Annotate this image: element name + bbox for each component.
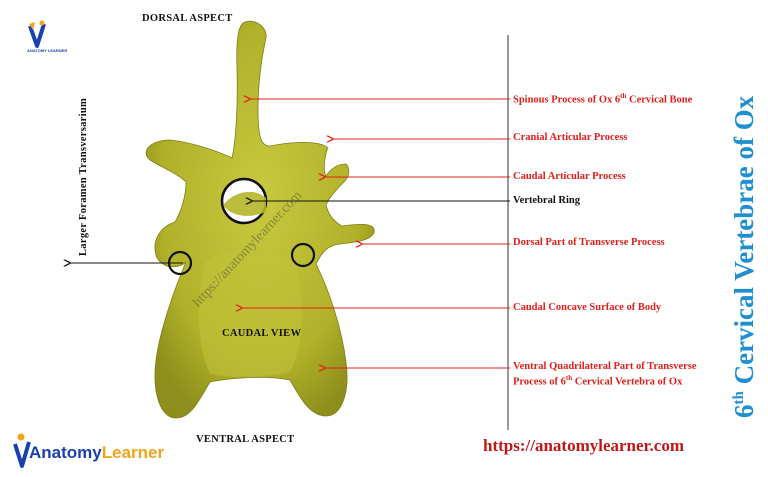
spinous-rest: Cervical Bone (626, 94, 693, 106)
caudal-articular-label: Caudal Articular Process (513, 171, 626, 182)
title-prefix: 6 (729, 404, 759, 419)
caudal-concave-label: Caudal Concave Surface of Body (513, 302, 662, 313)
dorsal-transverse-label: Dorsal Part of Transverse Process (513, 237, 665, 248)
cranial-articular-label: Cranial Articular Process (513, 132, 628, 143)
spinous-sup: th (620, 92, 627, 100)
small-logo-text: ANATOMY LEARNER (27, 48, 68, 53)
dorsal-aspect-label: DORSAL ASPECT (142, 13, 233, 24)
ventral-aspect-label: VENTRAL ASPECT (196, 434, 295, 445)
ventral-quad-label-line1: Ventral Quadrilateral Part of Transverse (513, 361, 697, 372)
ventral-quad-line2-a: Process of 6 (513, 376, 566, 388)
ventral-quad-label-line2: Process of 6th Cervical Vertebra of Ox (513, 374, 682, 388)
title-sup: th (731, 391, 747, 405)
vertebral-ring-label: Vertebral Ring (513, 195, 580, 206)
small-logo-icon (28, 20, 46, 48)
anatomy-learner-logo: AnatomyLearner (29, 443, 164, 463)
spinous-text: Spinous Process of Ox 6 (513, 94, 621, 106)
footer-url-link[interactable]: https://anatomylearner.com (483, 436, 684, 455)
logo-part1: Anatomy (29, 443, 102, 462)
caudal-view-label: CAUDAL VIEW (222, 328, 302, 339)
title-rest: Cervical Vertebrae of Ox (729, 95, 759, 392)
ventral-quad-line2-b: Cervical Vertebra of Ox (572, 376, 683, 388)
ventral-quad-line2-sup: th (565, 374, 573, 382)
logo-part2: Learner (101, 443, 165, 462)
page-title: 6th Cervical Vertebrae of Ox (729, 96, 760, 418)
foramen-right-circle (290, 242, 316, 268)
anatomy-learner-logo-icon (13, 433, 31, 468)
spinous-process-label: Spinous Process of Ox 6th Cervical Bone (513, 92, 692, 106)
